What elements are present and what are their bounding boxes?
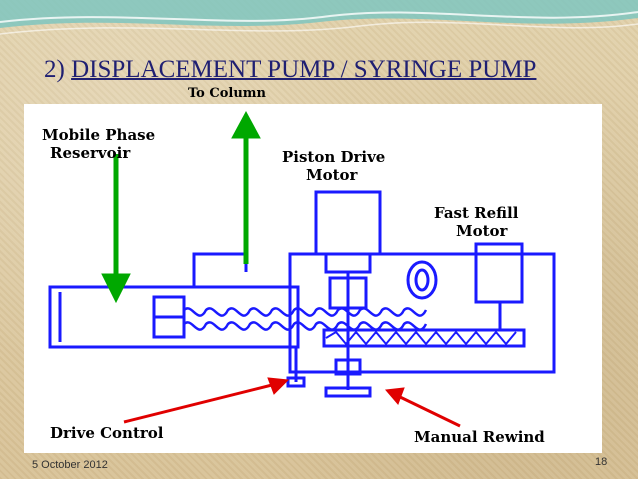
label-manual-rewind: Manual Rewind [414,428,545,446]
slide-title-text: DISPLACEMENT PUMP / SYRINGE PUMP [71,56,537,83]
drive-control-arrow [123,382,277,424]
inflow-arrowhead [101,273,131,304]
manual-rewind-handle [324,386,372,398]
belt-drive [322,328,526,348]
drive-housing [288,252,556,374]
outflow-arrowhead [231,110,261,139]
outlet-tube [192,252,248,287]
syringe-cylinder [48,285,300,349]
lead-screw [183,307,428,317]
label-reservoir: Reservoir [50,144,131,162]
footer-date: 5 October 2012 [32,459,108,471]
slide-title-number: 2) [44,56,65,83]
label-fast-refill-motor: Motor [456,222,508,240]
syringe-pump-diagram: Mobile Phase Reservoir Piston Drive Moto… [24,104,602,453]
label-to-column: To Column [188,86,266,101]
label-drive-control: Drive Control [50,424,164,442]
decorative-wave-header [0,0,638,35]
piston-drive-motor [314,190,382,256]
label-mobile-phase: Mobile Phase [42,126,156,144]
label-piston-motor: Motor [306,166,358,184]
label-fast-refill: Fast Refill [434,204,519,222]
drive-control-knob [286,376,306,388]
manual-rewind-arrowhead [385,387,405,405]
slide-title: 2) DISPLACEMENT PUMP / SYRINGE PUMP [44,56,536,84]
drive-control-arrowhead [267,377,290,395]
pump-schematic [48,110,556,428]
page-number: 18 [595,456,608,468]
pulley [406,260,438,300]
manual-rewind-arrow [397,394,461,428]
label-piston-drive: Piston Drive [282,148,386,166]
